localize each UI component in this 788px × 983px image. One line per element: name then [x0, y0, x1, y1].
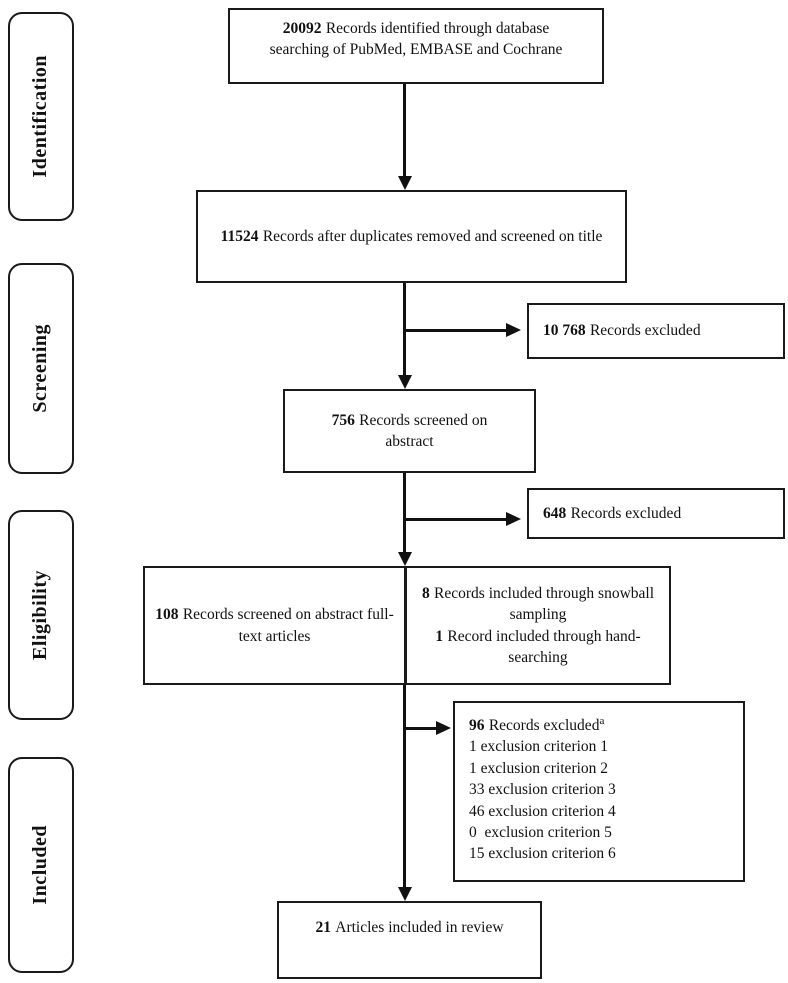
snowball-label: Records included through snowball sampli…	[434, 584, 655, 624]
excluded-fulltext-footnote-marker: a	[599, 714, 605, 727]
included-review-count: 21	[315, 919, 331, 936]
records-identified-count: 20092	[282, 20, 322, 37]
arrowhead-abstract-to-fulltext	[398, 552, 412, 566]
arrow-line-identified-to-deduped	[403, 84, 406, 178]
stage-included: Included	[8, 757, 74, 973]
arrowhead-to-excluded-abstract	[506, 512, 521, 526]
stage-screening: Screening	[8, 263, 74, 474]
duplicates-removed-count: 11524	[220, 227, 259, 245]
excluded-abstract-count: 648	[543, 504, 567, 522]
arrowhead-to-excluded-fulltext	[436, 721, 451, 735]
stage-identification: Identification	[8, 12, 74, 221]
arrow-line-to-excluded-abstract	[403, 518, 507, 521]
fulltext-screened-count: 108	[155, 606, 179, 624]
fulltext-screened-label: Records screened on abstract full-text a…	[182, 606, 394, 645]
arrowhead-deduped-to-abstract	[398, 375, 412, 389]
excluded-title-count: 10 768	[543, 322, 586, 340]
stage-eligibility: Eligibility	[8, 510, 74, 720]
exclusion-criterion-line: 33 exclusion criterion 3	[469, 781, 616, 799]
screened-abstract-count: 756	[331, 411, 355, 429]
exclusion-criterion-line: 1 exclusion criterion 1	[469, 738, 609, 756]
stage-eligibility-label: Eligibility	[29, 570, 52, 660]
excluded-abstract-label: Records excluded	[570, 504, 682, 522]
exclusion-criterion-line: 46 exclusion criterion 4	[469, 802, 616, 820]
excluded-title-label: Records excluded	[589, 322, 701, 340]
stage-screening-label: Screening	[29, 324, 52, 413]
arrowhead-identified-to-deduped	[398, 176, 412, 190]
screened-abstract-label: Records screened on abstract	[359, 411, 488, 450]
exclusion-criterion-line: 1 exclusion criterion 2	[469, 759, 609, 777]
stage-identification-label: Identification	[29, 55, 52, 178]
duplicates-removed-label: Records after duplicates removed and scr…	[262, 227, 603, 245]
exclusion-criterion-line: 15 exclusion criterion 6	[469, 845, 616, 863]
stage-included-label: Included	[29, 825, 52, 905]
arrow-line-to-excluded-title	[403, 329, 507, 332]
hand-searching-count: 1	[435, 627, 444, 645]
arrow-line-to-excluded-fulltext	[403, 727, 437, 730]
included-review-label: Articles included in review	[335, 919, 504, 936]
arrow-line-fulltext-to-included	[403, 685, 406, 888]
exclusion-criterion-line: 0 exclusion criterion 5	[469, 823, 612, 841]
records-identified-label: Records identified through database sear…	[269, 20, 563, 59]
excluded-fulltext-count: 96	[469, 717, 485, 734]
hand-searching-label: Record included through hand-searching	[447, 627, 641, 666]
excluded-fulltext-label: Records excluded	[488, 717, 600, 734]
snowball-count: 8	[421, 584, 430, 602]
arrowhead-fulltext-to-included	[398, 887, 412, 901]
arrow-line-abstract-to-fulltext	[403, 473, 406, 553]
arrowhead-to-excluded-title	[506, 323, 521, 337]
